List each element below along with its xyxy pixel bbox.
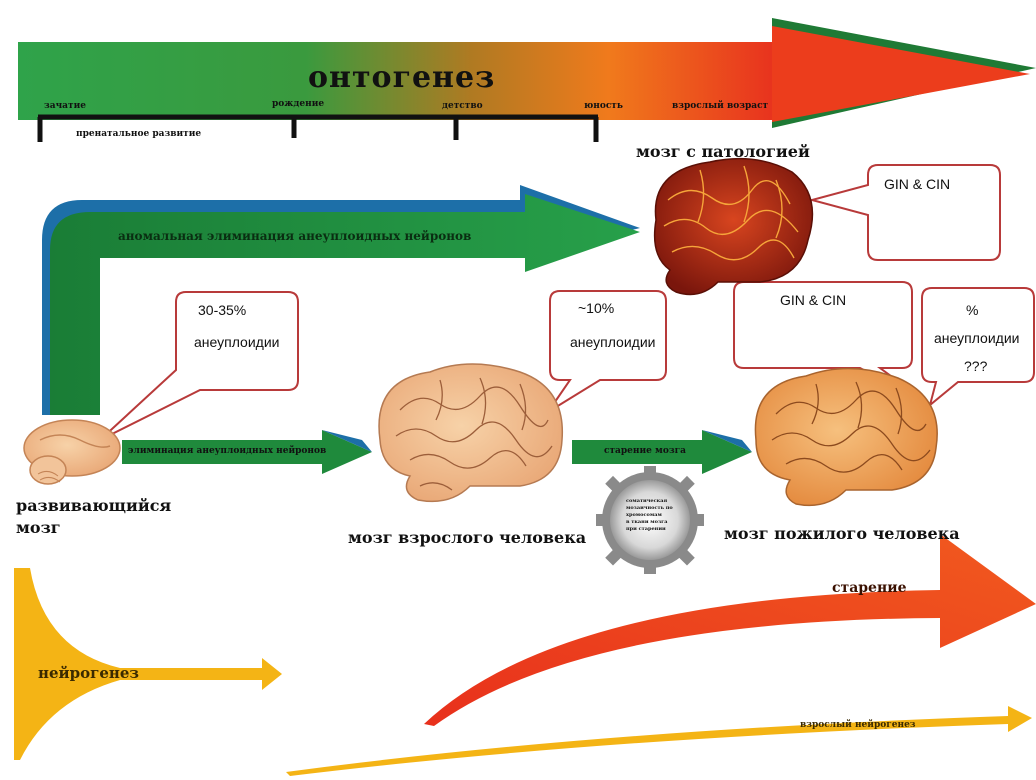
gear-text-line: хромосомам [626, 512, 662, 518]
ontogenesis-arrow [18, 18, 1036, 128]
gear-text-line: мозаичность по [626, 505, 673, 511]
adult-brain-image [378, 363, 564, 503]
bubble-elderly-percent [921, 287, 1035, 408]
adult-brain-label: мозг взрослого человека [348, 528, 587, 547]
aging-arrow [424, 534, 1036, 726]
brain-aging-label: старение мозга [604, 446, 686, 456]
pathology-bubble-text: GIN & CIN [884, 176, 951, 192]
developing-brain-label-2: мозг [16, 518, 61, 537]
elderly-bubble-gin: GIN & CIN [780, 292, 847, 308]
neurogenesis-label: нейрогенез [38, 664, 139, 682]
elderly-bubble-percent: % [966, 302, 979, 318]
developing-brain-image [23, 419, 121, 485]
elderly-bubble-aneuploidy: анеуплоидии [934, 330, 1020, 346]
gear-text-line: соматическая [626, 498, 668, 504]
timeline-bracket [37, 114, 599, 142]
stage-adulthood: взрослый возраст [672, 101, 769, 111]
brain-aging-arrow [572, 430, 752, 474]
elimination-label: элиминация анеуплоидных нейронов [128, 446, 327, 456]
gear-icon [596, 466, 704, 574]
abnormal-elimination-label: аномальная элиминация анеуплоидных нейро… [118, 229, 472, 243]
developing-bubble-aneuploidy: анеуплоидии [194, 334, 280, 350]
stage-youth: юность [584, 101, 623, 111]
aging-label: старение [832, 580, 907, 596]
gear-text-line: в ткани мозга [626, 519, 668, 525]
gear-text-line: при старении [626, 526, 666, 532]
elderly-brain-label: мозг пожилого человека [724, 524, 960, 543]
developing-brain-label-1: развивающийся [16, 496, 172, 515]
elderly-brain-image [754, 367, 938, 507]
adult-neurogenesis-arrow [286, 706, 1032, 776]
developing-bubble-percent: 30-35% [198, 302, 247, 318]
bubble-adult [547, 290, 667, 413]
adult-neurogenesis-label: взрослый нейрогенез [800, 720, 916, 730]
stage-conception: зачатие [44, 101, 86, 111]
elderly-bubble-question: ??? [964, 358, 988, 374]
bubble-pathology-gin [808, 164, 1001, 261]
pathology-arrow [42, 185, 640, 415]
neurogenesis-arrow [14, 568, 282, 760]
gear-text: соматическая мозаичность по хромосомам в… [626, 498, 673, 533]
pathology-brain-label: мозг с патологией [636, 142, 810, 161]
stage-childhood: детство [442, 101, 483, 111]
pathology-brain-image [653, 157, 814, 296]
adult-bubble-aneuploidy: анеуплоидии [570, 334, 656, 350]
prenatal-label: пренатальное развитие [76, 129, 202, 139]
adult-bubble-percent: ~10% [578, 300, 615, 316]
stage-birth: рождение [272, 99, 325, 109]
ontogenesis-title: онтогенез [308, 60, 496, 95]
bubble-developing [99, 291, 299, 441]
elimination-arrow [122, 430, 372, 474]
